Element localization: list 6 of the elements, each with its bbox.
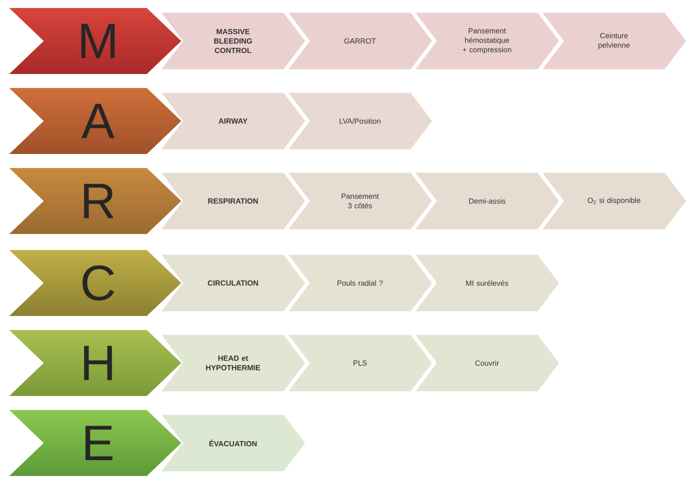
letter-step: H [6,329,183,397]
letter-step: M [6,7,183,75]
letter-step: R [6,167,183,235]
letter-step: E [6,409,183,477]
letter-step: C [6,249,183,317]
letter-step: A [6,87,183,155]
